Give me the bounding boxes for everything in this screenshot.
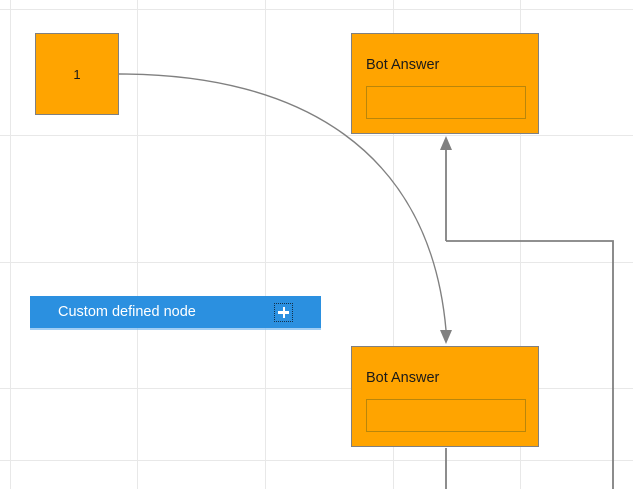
node-bot-answer-bottom-slot[interactable] (366, 399, 526, 432)
node-bot-answer-top-title: Bot Answer (366, 57, 440, 73)
edge-loopback-path[interactable] (446, 240, 614, 489)
node-bot-answer-bottom[interactable]: Bot Answer (351, 346, 539, 447)
node-square-1-label: 1 (73, 66, 81, 82)
plus-icon[interactable] (274, 302, 293, 322)
edge-curve-node1-to-bot-bottom[interactable] (118, 73, 447, 331)
arrowhead-down-icon (440, 330, 452, 344)
node-bot-answer-top-slot[interactable] (366, 86, 526, 119)
custom-defined-node-button[interactable]: Custom defined node (30, 296, 321, 328)
arrowhead-up-icon (440, 136, 452, 150)
node-bot-answer-bottom-title: Bot Answer (366, 370, 440, 386)
node-square-1[interactable]: 1 (35, 33, 119, 115)
custom-defined-node-label: Custom defined node (58, 303, 196, 320)
node-bot-answer-top[interactable]: Bot Answer (351, 33, 539, 134)
